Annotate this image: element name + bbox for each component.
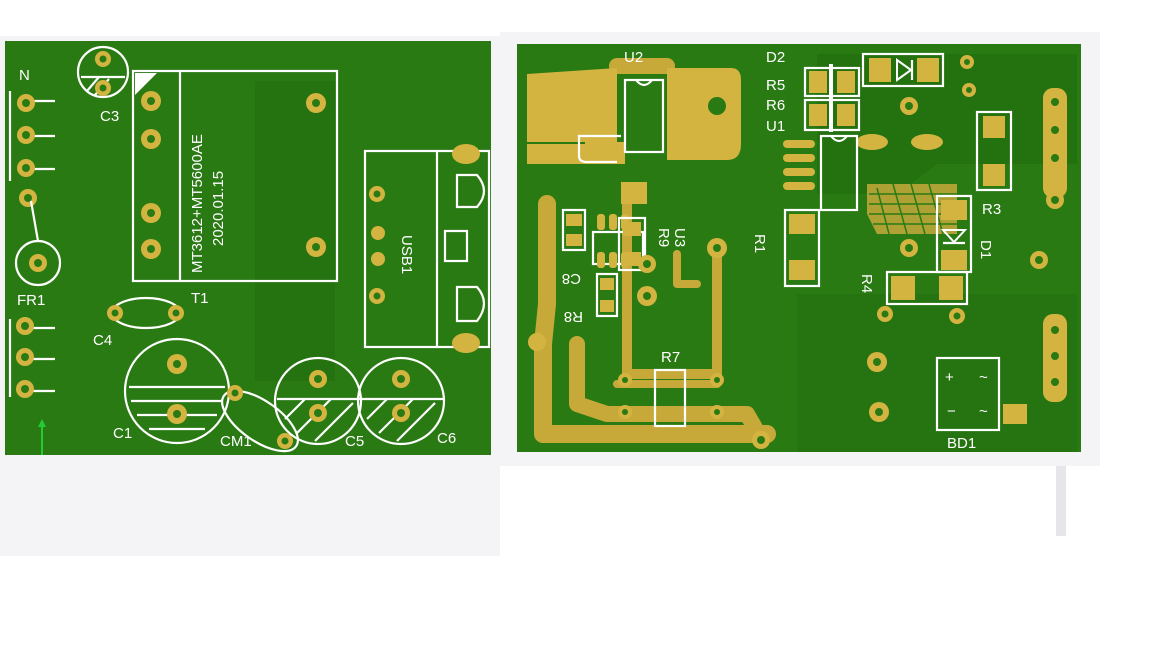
label-r4: R4 [858, 274, 875, 293]
chip-u1[interactable] [783, 134, 859, 212]
bridge-minus: − [947, 403, 956, 420]
chip-text-date: 2020.01.15 [210, 171, 227, 246]
hatched-copper-area [867, 183, 957, 235]
connector-lower[interactable] [8, 317, 55, 398]
resistor-r5[interactable] [803, 66, 861, 98]
pcb-board-left[interactable]: N FR1 C3 [5, 41, 491, 455]
label-u1: U1 [766, 118, 785, 135]
xyz-axis-icon [38, 419, 46, 455]
capacitor-c3[interactable] [76, 45, 130, 99]
connector-n[interactable] [8, 91, 55, 207]
label-c1: C1 [113, 425, 132, 442]
label-c6: C6 [437, 430, 456, 447]
chip-text-model: MT3612+MT5600AE [189, 134, 206, 273]
regulator-u2[interactable] [577, 78, 665, 164]
fuse-fr1[interactable] [14, 200, 62, 287]
label-u3: U3 [671, 228, 688, 247]
resistor-r7[interactable] [618, 368, 724, 428]
diode-d2-bar [829, 64, 833, 132]
label-d2: D2 [766, 49, 785, 66]
pcb-right-canvas: U2 D2 R5 R6 U1 [527, 49, 1077, 452]
label-r8: R8 [564, 308, 583, 325]
resistor-r9[interactable] [617, 216, 647, 272]
label-r6: R6 [766, 97, 785, 114]
bridge-rectifier-bd1[interactable]: + − ~ ~ [935, 356, 1001, 432]
connector-right-top[interactable] [1043, 88, 1067, 209]
resistor-r8[interactable] [595, 272, 619, 318]
label-r3: R3 [982, 201, 1001, 218]
resistor-r1[interactable] [783, 208, 821, 288]
label-r1: R1 [751, 234, 768, 253]
label-r5: R5 [766, 77, 785, 94]
label-u2: U2 [624, 49, 643, 66]
capacitor-c5[interactable] [273, 356, 363, 446]
inductor-cm1[interactable] [212, 379, 307, 455]
transformer-chip-outline[interactable]: MT3612+MT5600AE 2020.01.15 [131, 69, 339, 283]
copper-area-u2 [527, 68, 617, 142]
capacitor-c1[interactable] [123, 337, 231, 445]
label-n: N [19, 67, 30, 84]
bridge-ac2: ~ [979, 403, 988, 420]
bridge-plus: + [945, 369, 954, 386]
label-c8: C8 [562, 270, 581, 287]
diode-d1[interactable] [935, 194, 973, 274]
label-d1: D1 [977, 240, 994, 259]
copper-pour-dark [255, 81, 335, 381]
pcb-board-right[interactable]: U2 D2 R5 R6 U1 [517, 44, 1081, 452]
label-fr1: FR1 [17, 292, 45, 309]
label-r9: R9 [655, 228, 672, 247]
label-cm1: CM1 [220, 433, 252, 450]
connector-right-bottom[interactable] [1043, 314, 1067, 402]
diode-top[interactable] [861, 52, 945, 88]
resistor-r3[interactable] [975, 110, 1013, 192]
capacitor-c4[interactable] [107, 296, 184, 330]
capacitor-c8[interactable] [561, 208, 587, 252]
pcb-left-canvas: N FR1 C3 [8, 45, 491, 455]
label-c3: C3 [100, 108, 119, 125]
bridge-ac1: ~ [979, 369, 988, 386]
label-t1: T1 [191, 290, 209, 307]
label-c5: C5 [345, 433, 364, 450]
capacitor-c6[interactable] [356, 356, 446, 446]
label-c4: C4 [93, 332, 112, 349]
label-usb1: USB1 [398, 235, 415, 274]
label-r7: R7 [661, 349, 680, 366]
viewport-frame-right-lower [1056, 466, 1066, 536]
usb-connector-usb1[interactable]: USB1 [363, 144, 491, 353]
label-bd1: BD1 [947, 435, 976, 452]
resistor-r4[interactable] [885, 270, 969, 306]
copper-area-u2-tab [667, 68, 741, 160]
